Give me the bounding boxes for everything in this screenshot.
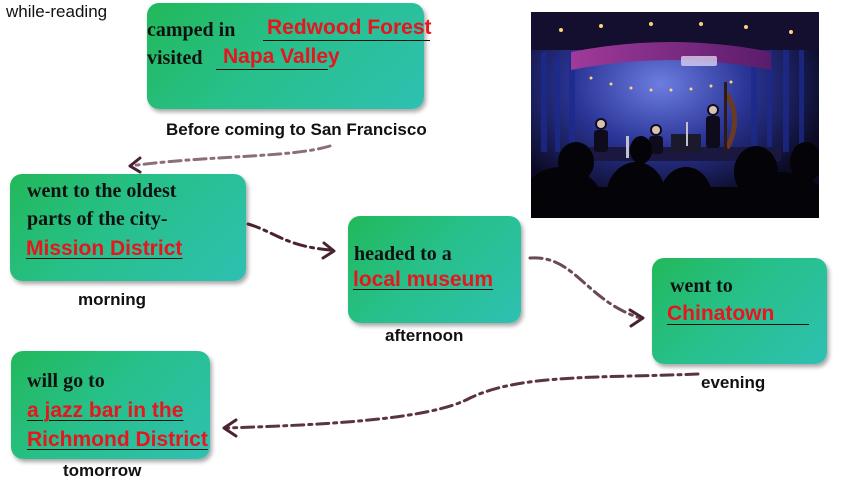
arrow-evening-to-tomorrow	[223, 372, 700, 430]
caption-morning: morning	[78, 290, 146, 309]
evening-line1: went to	[670, 275, 733, 297]
answer-richmond-district: Richmond District	[27, 428, 208, 451]
blank-line-2	[216, 69, 328, 70]
morning-line2: parts of the city-	[27, 208, 168, 230]
arrow-morning-to-afternoon	[246, 222, 332, 252]
before-box: camped in visited	[147, 3, 424, 109]
arrowhead-tomorrow	[222, 418, 238, 438]
jazz-club-illustration	[531, 12, 819, 218]
answer-chinatown: Chinatown	[667, 302, 775, 325]
arrow-afternoon-to-evening	[528, 256, 642, 320]
arrowhead-morning	[128, 156, 142, 174]
evening-box: went to	[652, 258, 827, 364]
jazz-club-photo	[531, 12, 819, 218]
corner-label: while-reading	[6, 2, 108, 21]
caption-afternoon: afternoon	[385, 326, 464, 345]
answer-napa-valley: Napa Valley	[223, 45, 340, 68]
morning-box: went to the oldest parts of the city-	[10, 174, 246, 281]
tomorrow-line1: will go to	[27, 370, 105, 392]
caption-tomorrow: tomorrow	[63, 461, 142, 480]
answer-redwood-forest: Redwood Forest	[267, 16, 432, 39]
afternoon-box: headed to a	[348, 216, 521, 323]
tomorrow-box: will go to	[11, 351, 210, 459]
caption-before: Before coming to San Francisco	[166, 120, 427, 139]
caption-evening: evening	[701, 373, 766, 392]
blank-line-1	[263, 40, 430, 41]
arrowhead-evening	[628, 308, 645, 328]
answer-mission-district: Mission District	[26, 237, 183, 260]
answer-jazz-bar: a jazz bar in the	[27, 399, 184, 422]
answer-local-museum: local museum	[353, 268, 494, 291]
morning-line1: went to the oldest	[27, 180, 177, 202]
arrowhead-afternoon	[321, 241, 336, 260]
afternoon-line1: headed to a	[354, 243, 452, 265]
blank-line-evening	[667, 324, 809, 325]
arrow-before-to-morning	[128, 144, 332, 168]
before-line2: visited	[147, 47, 203, 69]
before-line1: camped in	[147, 19, 236, 41]
